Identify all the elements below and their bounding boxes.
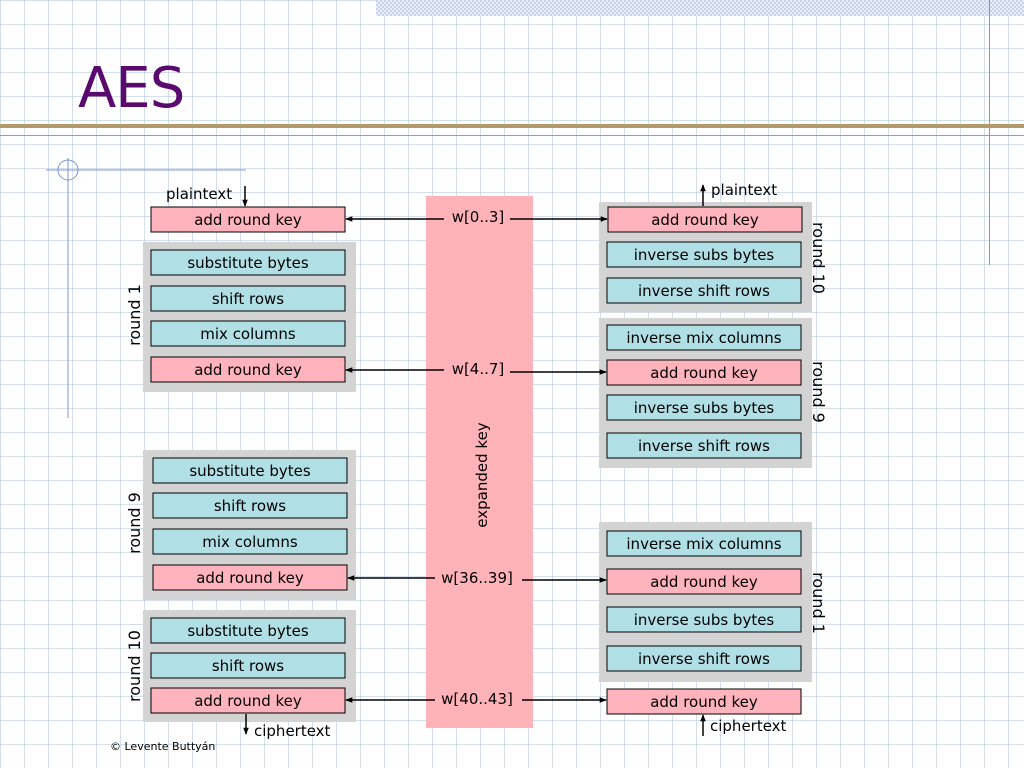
dec-round-1-label: round 1 (809, 572, 828, 634)
step-label: add round key (194, 211, 302, 229)
key-word-label: w[4..7] (452, 360, 505, 378)
dec-add-round-key-final: add round key (607, 206, 803, 233)
dec-plaintext-label: plaintext (711, 181, 777, 199)
step-label: inverse shift rows (638, 437, 770, 455)
crosshair-decoration (46, 158, 246, 418)
slide-title: AES (78, 56, 185, 121)
step-label: add round key (650, 573, 758, 591)
enc-round-9-label: round 9 (125, 492, 144, 554)
step-label: inverse subs bytes (634, 611, 775, 629)
dec-r1-add-round-key: add round key (606, 568, 802, 595)
dec-r1-inverse-mix-columns: inverse mix columns (606, 530, 802, 557)
step-label: shift rows (212, 657, 284, 675)
title-rule-thin (0, 135, 1024, 136)
enc-r9-add-round-key: add round key (152, 564, 348, 591)
enc-add-round-key-initial: add round key (150, 206, 346, 233)
title-rule-thick (0, 124, 1024, 128)
key-word-label: w[0..3] (452, 208, 505, 226)
expanded-key-label: expanded key (473, 422, 491, 527)
enc-r1-add-round-key: add round key (150, 356, 346, 383)
dec-r1-inverse-shift-rows: inverse shift rows (606, 645, 802, 672)
enc-r1-substitute-bytes: substitute bytes (150, 249, 346, 276)
step-label: mix columns (202, 533, 298, 551)
step-label: inverse subs bytes (634, 246, 775, 264)
step-label: add round key (194, 361, 302, 379)
dec-round-9-label: round 9 (809, 361, 828, 423)
dec-add-round-key-initial: add round key (606, 688, 802, 715)
step-label: substitute bytes (187, 622, 308, 640)
dec-r9-inverse-shift-rows: inverse shift rows (606, 432, 802, 459)
enc-r1-mix-columns: mix columns (150, 320, 346, 347)
enc-r9-substitute-bytes: substitute bytes (152, 457, 348, 484)
step-label: inverse shift rows (638, 650, 770, 668)
dec-r1-inverse-subs-bytes: inverse subs bytes (606, 606, 802, 633)
crosshair-circle (57, 159, 79, 181)
step-label: mix columns (200, 325, 296, 343)
step-label: inverse mix columns (626, 329, 781, 347)
step-label: add round key (194, 692, 302, 710)
enc-r1-shift-rows: shift rows (150, 285, 346, 312)
step-label: shift rows (214, 497, 286, 515)
dec-r10-inverse-shift-rows: inverse shift rows (606, 277, 802, 304)
step-label: substitute bytes (189, 462, 310, 480)
step-label: add round key (650, 364, 758, 382)
dec-round-10-label: round 10 (809, 222, 828, 294)
enc-r10-substitute-bytes: substitute bytes (150, 617, 346, 644)
dec-r9-add-round-key: add round key (606, 359, 802, 386)
copyright-text: © Levente Buttyán (110, 740, 215, 753)
step-label: inverse subs bytes (634, 399, 775, 417)
enc-plaintext-label: plaintext (166, 185, 232, 203)
enc-r10-shift-rows: shift rows (150, 652, 346, 679)
step-label: inverse mix columns (626, 535, 781, 553)
dec-r10-inverse-subs-bytes: inverse subs bytes (606, 241, 802, 268)
step-label: add round key (196, 569, 304, 587)
dec-r9-inverse-mix-columns: inverse mix columns (606, 324, 802, 351)
step-label: add round key (650, 693, 758, 711)
right-accent-line (989, 0, 990, 265)
step-label: substitute bytes (187, 254, 308, 272)
key-word-label: w[40..43] (441, 690, 513, 708)
dec-ciphertext-label: ciphertext (710, 717, 787, 735)
enc-r9-mix-columns: mix columns (152, 528, 348, 555)
expanded-key-bar (426, 196, 533, 728)
enc-round-10-label: round 10 (125, 630, 144, 702)
key-word-label: w[36..39] (441, 569, 513, 587)
enc-ciphertext-label: ciphertext (254, 722, 331, 740)
enc-round-1-label: round 1 (125, 284, 144, 346)
enc-r9-shift-rows: shift rows (152, 492, 348, 519)
step-label: inverse shift rows (638, 282, 770, 300)
dec-r9-inverse-subs-bytes: inverse subs bytes (606, 394, 802, 421)
top-pattern-band (376, 0, 1024, 16)
step-label: add round key (651, 211, 759, 229)
enc-r10-add-round-key: add round key (150, 687, 346, 714)
step-label: shift rows (212, 290, 284, 308)
